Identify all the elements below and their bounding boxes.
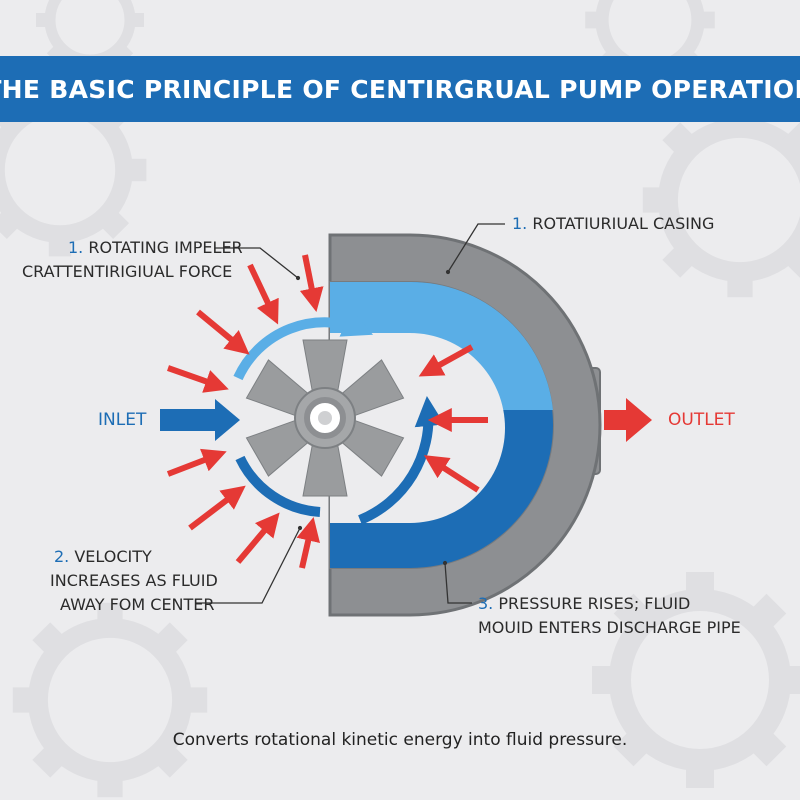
label-pressure: 3. PRESSURE RISES; FLUID MOUID ENTERS DI… [478,592,741,640]
leader-casing [445,223,505,275]
label-number: 3. [478,594,494,613]
label-text: ROTATIURIUAL CASING [532,214,715,233]
leader-pressure [442,560,472,604]
arrow-icon [296,516,320,569]
label-text: CRATTENTIRIGIUAL FORCE [22,262,233,281]
label-number: 2. [54,547,70,566]
leader-velocity [196,525,303,604]
inlet-arrow [160,399,240,441]
label-text: ROTATING IMPELER [88,238,243,257]
flow-channel-light [330,281,553,410]
force-arrows [166,254,488,569]
page-title: THE BASIC PRINCIPLE OF CENTIRGRUAL PUMP … [0,74,800,104]
label-text: VELOCITY [74,547,152,566]
arrow-icon [423,455,480,493]
footer-caption: Converts rotational kinetic energy into … [172,730,628,750]
leader-impeller [215,247,301,281]
arrow-icon [299,254,324,313]
arrow-icon [418,344,474,377]
arrow-icon [247,263,279,325]
arrow-icon [166,448,227,477]
flow-arc-bottom [235,455,321,517]
label-number: 1. [68,238,84,257]
label-text: MOUID ENTERS DISCHARGE PIPE [478,618,741,637]
label-text: AWAY FOM CENTER [60,595,215,614]
outlet-label: OUTLET [668,410,735,430]
label-number: 1. [512,214,528,233]
impeller-icon [245,339,405,497]
label-text: INCREASES AS FLUID [50,571,218,590]
label-velocity: 2. VELOCITY INCREASES AS FLUID AWAY FOM … [50,545,218,617]
arrow-icon [235,512,280,564]
inlet-label: INLET [98,410,147,430]
flow-arc-top [233,309,374,381]
title-bar: THE BASIC PRINCIPLE OF CENTIRGRUAL PUMP … [0,56,800,122]
arrow-icon [167,365,229,393]
label-rotating-impeller: 1. ROTATING IMPELER CRATTENTIRIGIUAL FOR… [22,236,243,284]
label-text: PRESSURE RISES; FLUID [498,594,691,613]
outlet-arrow [604,398,652,442]
label-casing: 1. ROTATIURIUAL CASING [512,212,714,236]
arrow-icon [188,485,246,531]
arrow-icon [196,309,250,355]
